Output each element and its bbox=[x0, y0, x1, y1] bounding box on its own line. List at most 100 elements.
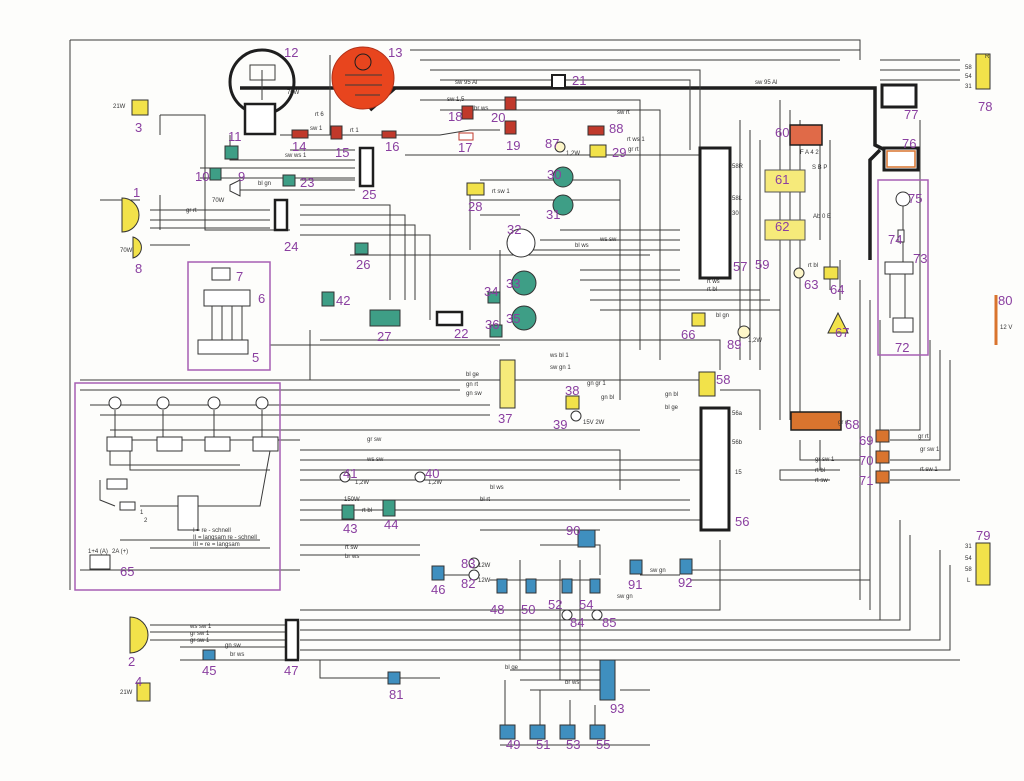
component-83-bulb bbox=[468, 557, 480, 569]
wire-label-grrt2: gr rt bbox=[628, 147, 639, 153]
wire-label-gnsw-2: gn sw bbox=[225, 643, 241, 649]
label-62: 62 bbox=[775, 219, 790, 234]
component-74-resistor bbox=[897, 229, 905, 243]
label-6: 6 bbox=[258, 291, 266, 306]
label-15: 15 bbox=[335, 145, 350, 160]
component-39-bulb bbox=[570, 410, 582, 422]
label-61: 61 bbox=[775, 172, 790, 187]
wire-label-rtsw1: rt sw 1 bbox=[920, 467, 938, 473]
component-46 bbox=[431, 565, 445, 581]
label-17: 17 bbox=[458, 140, 473, 155]
component-56-fusebox bbox=[699, 406, 731, 532]
wire-label-rt6: rt 6 bbox=[315, 112, 324, 118]
component-79-connector bbox=[975, 542, 991, 586]
switch-105-4 bbox=[252, 436, 279, 452]
term-78-r: R bbox=[985, 54, 990, 60]
label-22: 22 bbox=[454, 326, 469, 341]
label-21: 21 bbox=[572, 73, 587, 88]
label-72: 72 bbox=[895, 340, 910, 355]
component-30 bbox=[552, 166, 574, 188]
component-21 bbox=[551, 74, 566, 89]
label-35: 35 bbox=[506, 311, 521, 326]
component-2-headlamp bbox=[129, 616, 149, 654]
wire-label-gnsw: gn sw bbox=[466, 391, 482, 397]
label-53: 53 bbox=[566, 737, 581, 752]
term-79-l: L bbox=[967, 578, 971, 584]
label-80: 80 bbox=[998, 293, 1013, 308]
rating-87: 1,2W bbox=[566, 151, 581, 157]
component-70 bbox=[875, 450, 890, 464]
frame-top bbox=[70, 39, 861, 60]
label-76: 76 bbox=[902, 136, 917, 151]
component-63-bulb bbox=[793, 267, 805, 279]
label-69: 69 bbox=[859, 433, 874, 448]
wire-label-gngr1: gn gr 1 bbox=[587, 381, 606, 387]
component-102 bbox=[106, 478, 128, 490]
component-24-connector bbox=[273, 198, 289, 232]
modes-61: S B P bbox=[812, 165, 828, 171]
component-13-alternator bbox=[331, 46, 395, 110]
label-24: 24 bbox=[284, 239, 299, 254]
component-58 bbox=[698, 371, 716, 397]
term-57-58r: 58R bbox=[732, 164, 744, 170]
wire-label-gnrt: gn rt bbox=[466, 382, 479, 388]
switch-105-2 bbox=[156, 436, 183, 452]
wire-label-wssw: ws sw bbox=[600, 237, 617, 243]
component-8 bbox=[132, 236, 142, 259]
frame-5-6-7 bbox=[187, 261, 271, 371]
label-27: 27 bbox=[377, 329, 392, 344]
component-37 bbox=[499, 359, 516, 409]
label-60: 60 bbox=[775, 125, 790, 140]
component-85-bulb bbox=[591, 609, 603, 621]
modes-60: F A 4 2 bbox=[800, 150, 819, 156]
component-41-bulb bbox=[339, 471, 351, 483]
component-91 bbox=[629, 559, 643, 575]
wire-label-grsw1b: gr sw 1 bbox=[190, 638, 210, 644]
term-57-30: 30 bbox=[732, 211, 739, 217]
component-47-connector bbox=[284, 618, 300, 662]
term-78-58: 58 bbox=[965, 65, 972, 71]
label-91: 91 bbox=[628, 577, 643, 592]
rating-12: 70W bbox=[287, 90, 300, 96]
component-72 bbox=[892, 317, 914, 333]
component-92 bbox=[679, 558, 693, 575]
label-84: 84 bbox=[570, 615, 585, 630]
wire-label-grrt1: gr rt bbox=[918, 434, 929, 440]
label-58: 58 bbox=[716, 372, 731, 387]
wire-label-grsw1d: gr sw 1 bbox=[920, 447, 940, 453]
c103-pos-2: 2 bbox=[144, 518, 148, 524]
label-28: 28 bbox=[468, 199, 483, 214]
component-5 bbox=[197, 339, 249, 355]
label-82: 82 bbox=[461, 576, 476, 591]
wire-label-sw15: sw 1,5 bbox=[447, 97, 465, 103]
rating-41: 1,2W bbox=[355, 480, 370, 486]
component-10 bbox=[209, 167, 222, 181]
wire-label-grsw1c: gr sw 1 bbox=[815, 457, 835, 463]
label-57: 57 bbox=[733, 259, 748, 274]
wire-label-grrt3: gr rt bbox=[838, 420, 849, 426]
wire-label-grsw1: gr sw 1 bbox=[190, 631, 210, 637]
term-78-31: 31 bbox=[965, 84, 972, 90]
component-45 bbox=[202, 649, 216, 661]
component-15 bbox=[330, 125, 343, 140]
wire-label-rtbl2: rt bl bbox=[808, 263, 819, 269]
label-18: 18 bbox=[448, 109, 463, 124]
rating-8: 70W bbox=[120, 248, 133, 254]
wire-label-main: sw 95 Al bbox=[455, 80, 478, 86]
label-45: 45 bbox=[202, 663, 217, 678]
wire-label-swgn: sw gn bbox=[650, 568, 666, 574]
label-68: 68 bbox=[845, 417, 860, 432]
component-14 bbox=[291, 129, 309, 139]
modes-62: Ab 0 E bbox=[813, 214, 832, 220]
label-65: 65 bbox=[120, 564, 135, 579]
component-57-fusebox bbox=[698, 146, 732, 280]
label-87: 87 bbox=[545, 136, 560, 151]
rating-43: 150W bbox=[344, 497, 360, 503]
wire-label-rtsw1: rt sw 1 bbox=[492, 189, 510, 195]
component-43 bbox=[341, 504, 355, 520]
wire-label-blge2: bl ge bbox=[665, 405, 679, 411]
component-81 bbox=[387, 671, 401, 685]
component-49 bbox=[499, 724, 516, 740]
component-73 bbox=[884, 261, 914, 275]
component-65 bbox=[89, 554, 111, 570]
